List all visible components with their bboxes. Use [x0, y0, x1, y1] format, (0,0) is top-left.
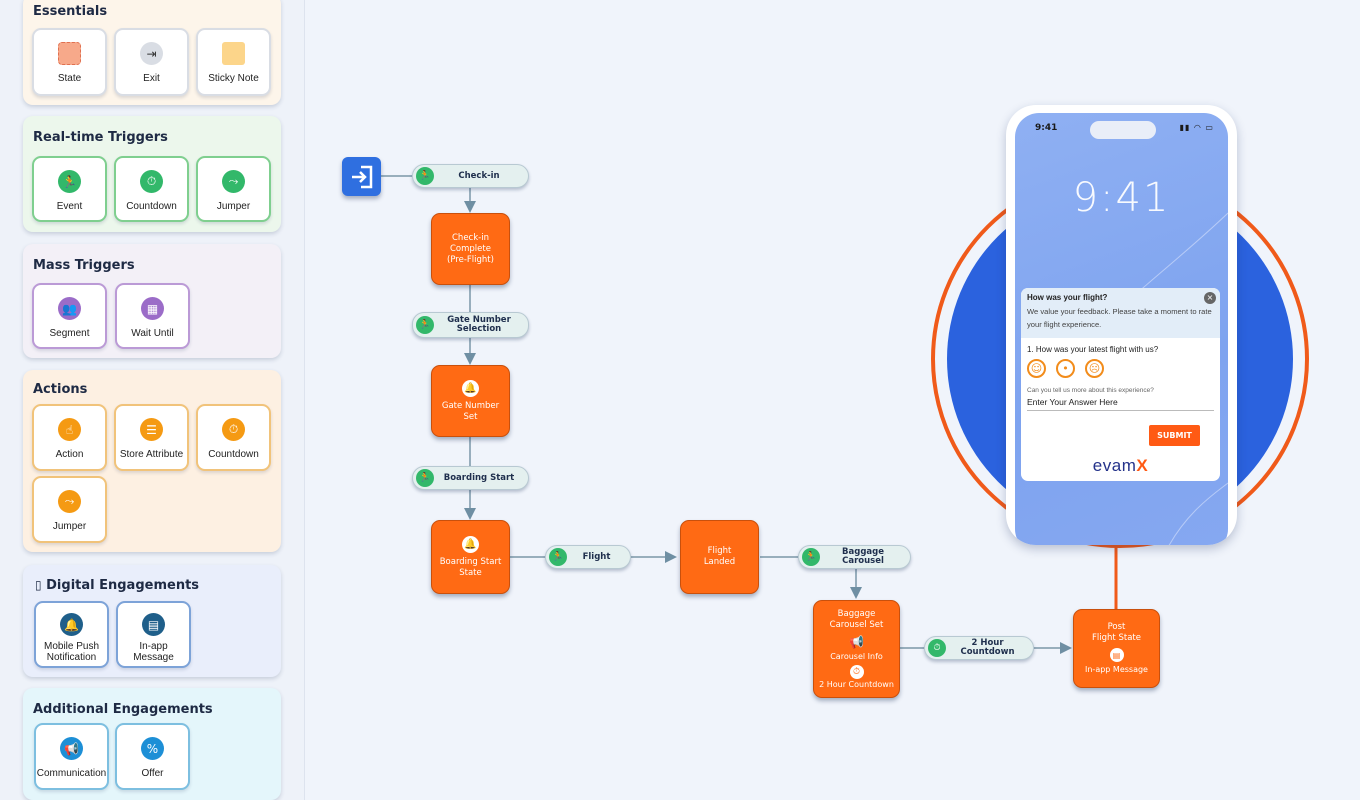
- phone-screen: 9:41 ▮▮ ◠ ▭ 9:41 How was your flight? We…: [1015, 113, 1228, 545]
- runner-icon: 🏃: [416, 167, 434, 185]
- neutral-face-icon[interactable]: •: [1056, 359, 1075, 378]
- status-icons: ▮▮ ◠ ▭: [1179, 123, 1214, 132]
- state-boarding-start[interactable]: 🔔 Boarding Start State: [431, 520, 510, 594]
- tile-countdown[interactable]: ⏱ Countdown: [114, 156, 189, 222]
- stopwatch-icon: ⏱: [222, 418, 245, 441]
- trigger-baggage-carousel[interactable]: 🏃 Baggage Carousel: [798, 545, 911, 569]
- happy-face-icon[interactable]: ☺: [1027, 359, 1046, 378]
- sad-face-icon[interactable]: ☹: [1085, 359, 1104, 378]
- megaphone-icon: 📢: [60, 737, 83, 760]
- section-title: Additional Engagements: [33, 702, 213, 717]
- answer-input[interactable]: Enter Your Answer Here: [1027, 397, 1214, 411]
- state-icon: [58, 42, 81, 65]
- bell-icon: 🔔: [462, 379, 479, 397]
- toolbox-sidebar: Essentials State ⇥ Exit Sticky Note Real…: [0, 0, 305, 800]
- tile-jumper[interactable]: ⤳ Jumper: [196, 156, 271, 222]
- state-gate-number-set[interactable]: 🔔 Gate Number Set: [431, 365, 510, 437]
- stopwatch-icon: ⏱: [928, 639, 946, 657]
- section-mass-triggers: Mass Triggers 👥 Segment ▦ Wait Until: [23, 244, 281, 358]
- state-flight-landed[interactable]: Flight Landed: [680, 520, 759, 594]
- trigger-2-hour-countdown[interactable]: ⏱ 2 Hour Countdown: [924, 636, 1034, 660]
- section-title: Mass Triggers: [33, 258, 135, 273]
- dynamic-island: [1090, 121, 1156, 139]
- jumper-icon: ⤳: [58, 490, 81, 513]
- group-icon: 👥: [58, 297, 81, 320]
- message-icon: ▤: [1109, 648, 1124, 662]
- calendar-icon: ▦: [141, 297, 164, 320]
- section-title: ▯ Digital Engagements: [35, 578, 200, 593]
- evamx-logo: evamX: [1092, 456, 1149, 475]
- tile-inapp-message[interactable]: ▤ In-app Message: [116, 601, 191, 668]
- state-post-flight[interactable]: Post Flight State ▤ In-app Message: [1073, 609, 1160, 688]
- jumper-icon: ⤳: [222, 170, 245, 193]
- tile-wait-until[interactable]: ▦ Wait Until: [115, 283, 190, 349]
- tile-segment[interactable]: 👥 Segment: [32, 283, 107, 349]
- flow-canvas[interactable]: 🏃 Check-in 🏃 Gate Number Selection 🏃 Boa…: [305, 0, 1360, 800]
- phone-preview: 9:41 ▮▮ ◠ ▭ 9:41 How was your flight? We…: [1006, 105, 1237, 545]
- survey-card: How was your flight? We value your feedb…: [1021, 288, 1220, 481]
- state-checkin-complete[interactable]: Check-in Complete (Pre-Flight): [431, 213, 510, 285]
- section-essentials: Essentials State ⇥ Exit Sticky Note: [23, 0, 281, 105]
- tile-event[interactable]: 🏃 Event: [32, 156, 107, 222]
- state-baggage-carousel-set[interactable]: Baggage Carousel Set 📢 Carousel Info ⏱ 2…: [813, 600, 900, 698]
- exit-icon: ⇥: [140, 42, 163, 65]
- touch-icon: ☝: [58, 418, 81, 441]
- tile-store-attribute[interactable]: ☰ Store Attribute: [114, 404, 189, 471]
- rating-faces: ☺ • ☹: [1027, 359, 1220, 378]
- phone-icon: ▯: [35, 578, 42, 592]
- message-icon: ▤: [142, 613, 165, 636]
- stopwatch-icon: ⏱: [849, 664, 864, 679]
- section-actions: Actions ☝ Action ☰ Store Attribute ⏱ Cou…: [23, 370, 281, 552]
- percent-icon: %: [141, 737, 164, 760]
- section-title: Actions: [33, 382, 88, 397]
- megaphone-icon: 📢: [849, 635, 864, 649]
- runner-icon: 🏃: [549, 548, 567, 566]
- bell-icon: 🔔: [462, 535, 479, 553]
- survey-header: How was your flight? We value your feedb…: [1021, 288, 1220, 338]
- trigger-checkin[interactable]: 🏃 Check-in: [412, 164, 529, 188]
- tile-exit[interactable]: ⇥ Exit: [114, 28, 189, 96]
- tile-sticky-note[interactable]: Sticky Note: [196, 28, 271, 96]
- submit-button[interactable]: SUBMIT: [1149, 425, 1200, 446]
- flow-connectors: [381, 175, 1118, 654]
- trigger-gate-selection[interactable]: 🏃 Gate Number Selection: [412, 312, 529, 338]
- section-title: Real-time Triggers: [33, 130, 168, 145]
- runner-icon: 🏃: [58, 170, 81, 193]
- section-title: Essentials: [33, 4, 108, 19]
- tile-state[interactable]: State: [32, 28, 107, 96]
- entry-node[interactable]: [342, 157, 381, 196]
- runner-icon: 🏃: [802, 548, 820, 566]
- tile-action[interactable]: ☝ Action: [32, 404, 107, 471]
- trigger-flight[interactable]: 🏃 Flight: [545, 545, 631, 569]
- tile-action-countdown[interactable]: ⏱ Countdown: [196, 404, 271, 471]
- runner-icon: 🏃: [416, 469, 434, 487]
- sticky-note-icon: [222, 42, 245, 65]
- tile-action-jumper[interactable]: ⤳ Jumper: [32, 476, 107, 543]
- stopwatch-icon: ⏱: [140, 170, 163, 193]
- tile-communication[interactable]: 📢 Communication: [34, 723, 109, 790]
- section-realtime-triggers: Real-time Triggers 🏃 Event ⏱ Countdown ⤳…: [23, 116, 281, 232]
- tile-offer[interactable]: % Offer: [115, 723, 190, 790]
- tile-mobile-push[interactable]: 🔔 Mobile Push Notification: [34, 601, 109, 668]
- section-digital-engagements: ▯ Digital Engagements 🔔 Mobile Push Noti…: [23, 565, 281, 677]
- close-icon[interactable]: ×: [1204, 292, 1216, 304]
- trigger-boarding-start[interactable]: 🏃 Boarding Start: [412, 466, 529, 490]
- login-icon: [351, 165, 372, 188]
- bell-icon: 🔔: [60, 613, 83, 636]
- runner-icon: 🏃: [416, 316, 434, 334]
- section-additional-engagements: Additional Engagements 📢 Communication %…: [23, 688, 281, 800]
- list-icon: ☰: [140, 418, 163, 441]
